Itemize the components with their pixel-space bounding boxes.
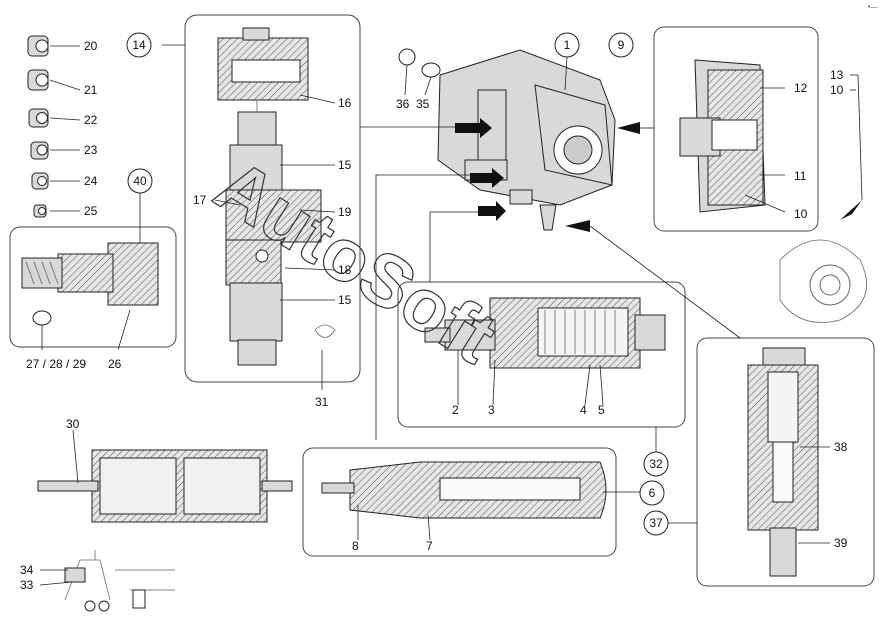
label-24: 24 [84, 174, 98, 188]
label-23: 23 [84, 143, 98, 157]
label-1: 1 [564, 38, 571, 52]
label-2: 2 [452, 403, 459, 417]
callout-circle-6 [639, 480, 665, 506]
solenoid-valve-assembly [162, 27, 336, 390]
label-31: 31 [315, 395, 329, 409]
label-30: 30 [66, 417, 80, 431]
label-4: 4 [580, 403, 587, 417]
end-cover-assembly [679, 59, 786, 213]
callout-circle-40 [127, 168, 153, 194]
label-36: 36 [396, 97, 410, 111]
label-35: 35 [416, 97, 430, 111]
plug-valve-assembly [21, 192, 159, 351]
label-20: 20 [84, 39, 98, 53]
corner-mark: •— [868, 4, 877, 11]
cartridge-valve-assembly [668, 347, 830, 577]
seal-kit-items [27, 35, 81, 218]
callout-circle-1 [554, 32, 580, 58]
label-25: 25 [84, 204, 98, 218]
port-plate [779, 74, 868, 323]
label-26: 26 [108, 357, 122, 371]
label-32: 32 [649, 457, 663, 471]
pilot-valve-assembly [321, 461, 640, 541]
main-pump-assembly [360, 48, 862, 440]
spool-assembly [37, 429, 293, 523]
label-15-top: 15 [338, 158, 352, 172]
callout-circle-32 [643, 451, 669, 477]
label-15-bottom: 15 [338, 293, 352, 307]
label-16: 16 [338, 96, 352, 110]
callout-circle-37 [643, 510, 669, 536]
label-22: 22 [84, 113, 98, 127]
label-40: 40 [133, 174, 147, 188]
label-21: 21 [84, 83, 98, 97]
label-10-plate: 10 [830, 83, 844, 97]
control-valve-assembly [424, 297, 666, 452]
label-34: 34 [20, 563, 34, 577]
lever-detail [39, 550, 175, 612]
label-6: 6 [649, 486, 656, 500]
label-37: 37 [649, 516, 663, 530]
label-11: 11 [794, 169, 807, 183]
label-39: 39 [834, 536, 848, 550]
label-13: 13 [830, 68, 844, 82]
label-9: 9 [618, 38, 625, 52]
label-38: 38 [834, 440, 848, 454]
label-12: 12 [794, 81, 808, 95]
label-14: 14 [132, 38, 146, 52]
label-5: 5 [598, 403, 605, 417]
callout-circle-9 [608, 32, 634, 58]
label-7: 7 [426, 539, 433, 553]
label-19: 19 [338, 205, 352, 219]
label-18: 18 [338, 263, 352, 277]
label-10-cover: 10 [794, 207, 808, 221]
label-3: 3 [488, 403, 495, 417]
label-33: 33 [20, 578, 34, 592]
label-27-28-29: 27 / 28 / 29 [26, 357, 86, 371]
callout-circle-14 [126, 32, 152, 58]
label-17: 17 [193, 193, 207, 207]
label-8: 8 [352, 539, 359, 553]
